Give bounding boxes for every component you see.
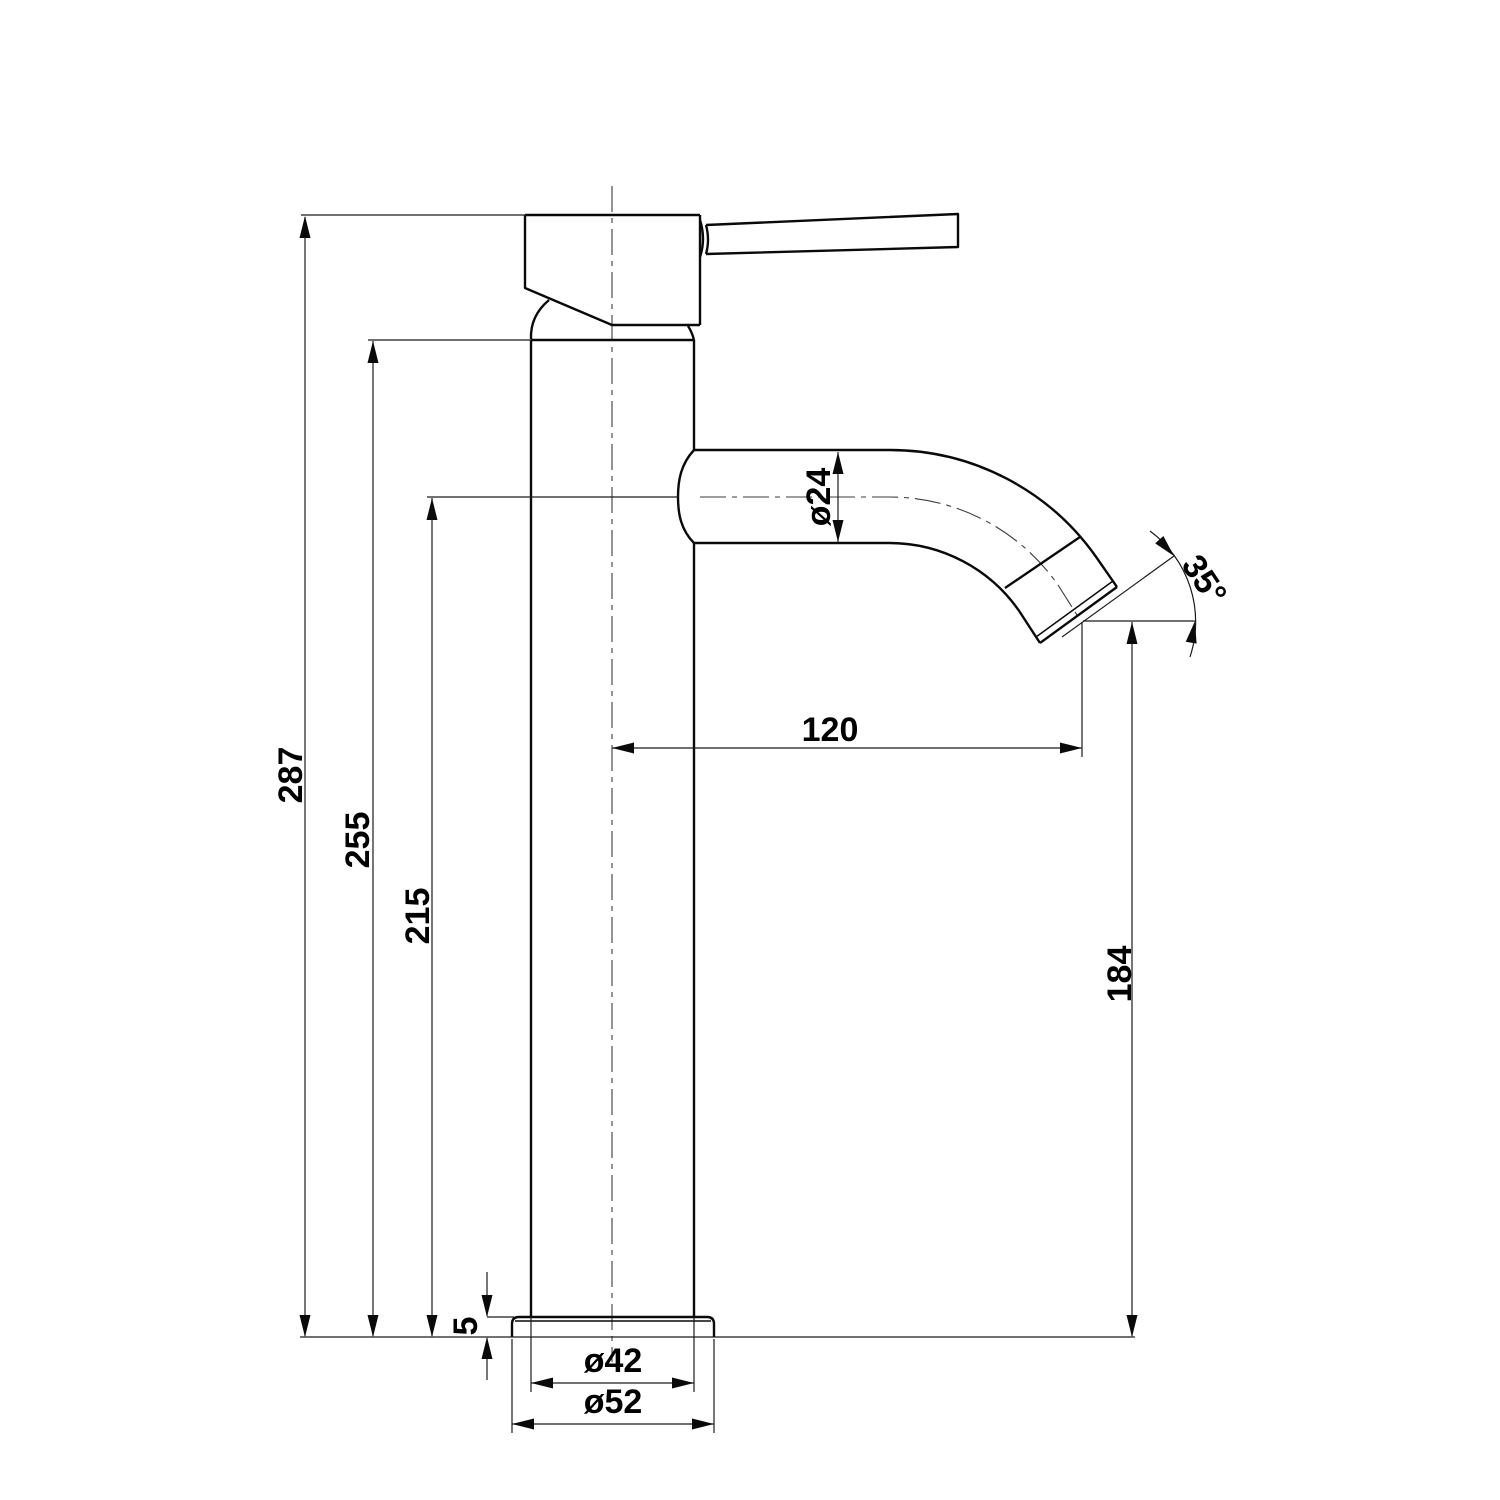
aerator-seam: [1004, 536, 1081, 589]
angle-ray-35: [1061, 555, 1175, 638]
arrow-down: [481, 1295, 493, 1317]
spout-bottom-edge: [694, 541, 1042, 644]
label-outlet-height: 184: [1101, 946, 1139, 1003]
arrow-angle-lower: [1185, 621, 1197, 644]
label-spout-center-height: 215: [399, 888, 437, 945]
head-outline: [523, 213, 702, 327]
swivel-arc-right: [686, 325, 696, 341]
outlet-face: [1039, 586, 1118, 644]
label-outlet-angle: 35°: [1174, 548, 1234, 612]
outlet-face-rim: [1035, 580, 1114, 638]
arrow-right: [672, 1377, 694, 1389]
arrow-down: [367, 1315, 379, 1337]
label-spout-reach: 120: [802, 711, 859, 749]
arrow-down: [426, 1315, 438, 1337]
label-body-diameter: ø42: [584, 1342, 643, 1380]
spout-root: [676, 449, 695, 544]
spout-axis-centerline: [700, 496, 1078, 616]
label-base-plate-thickness: 5: [447, 1317, 485, 1336]
arrow-down: [299, 1315, 311, 1337]
arrow-down: [832, 520, 844, 542]
arrow-left: [512, 1418, 534, 1430]
handle-neck: [698, 219, 710, 258]
spout-top-edge: [694, 448, 1118, 588]
arrow-down: [1126, 1315, 1138, 1337]
arrow-left: [531, 1377, 553, 1389]
arrow-up: [481, 1337, 493, 1359]
arrow-up: [832, 452, 844, 474]
label-base-diameter: ø52: [584, 1383, 643, 1421]
label-body-top-height: 255: [339, 812, 377, 869]
arrow-left: [612, 742, 634, 754]
faucet-outline: [510, 212, 1118, 1337]
base-flange: [510, 1315, 716, 1337]
swivel-arc-left: [529, 299, 550, 340]
label-total-height: 287: [272, 747, 310, 804]
arrow-up: [367, 341, 379, 363]
label-spout-diameter: ø24: [800, 468, 838, 527]
arrow-up: [299, 216, 311, 238]
dimension-labels: 287 255 215 5 ø42 ø52 120 184 ø24 35°: [272, 468, 1234, 1421]
lever-handle: [705, 212, 960, 256]
centerlines: [611, 186, 1078, 1362]
arrow-right: [1060, 742, 1082, 754]
arrow-up: [1126, 622, 1138, 644]
arrow-right: [692, 1418, 714, 1430]
body-column: [529, 338, 696, 1317]
arrow-angle-upper: [1155, 535, 1174, 556]
arrowheads: [299, 216, 1197, 1430]
dimension-lines: [300, 214, 1197, 1433]
arrow-up: [426, 498, 438, 520]
